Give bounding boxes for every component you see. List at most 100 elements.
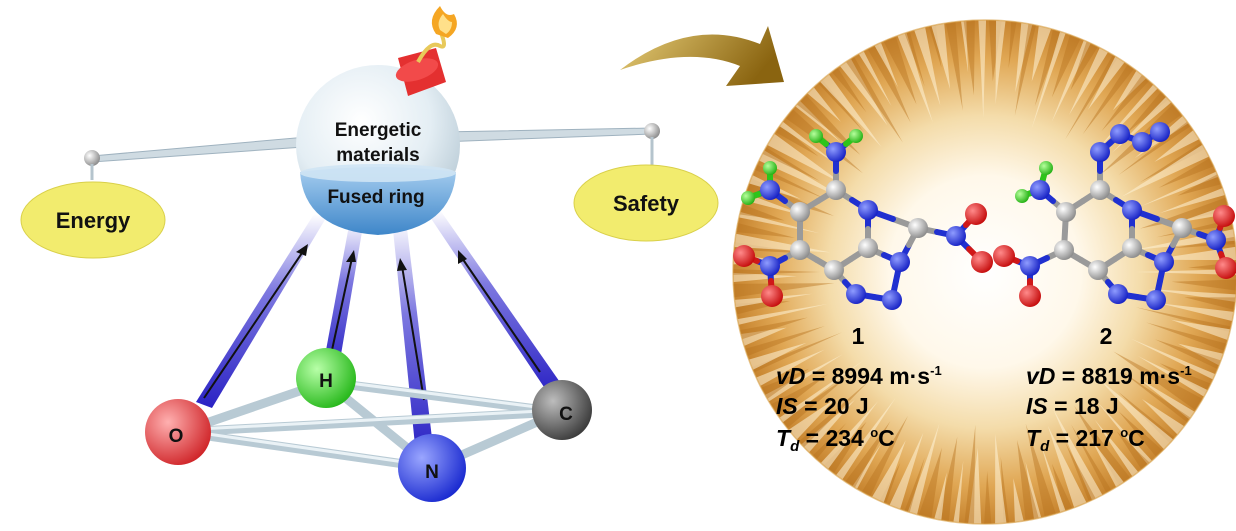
compound-2-label: 2 <box>1100 323 1113 349</box>
blast-ray <box>1118 369 1198 428</box>
blast-ray <box>1159 185 1233 214</box>
nitrogen-atom <box>1110 124 1130 144</box>
balance-scale: Energy Safety Energetic materials Fused … <box>20 6 719 502</box>
compound-2-vd: vD = 8819 m·s-1 <box>1026 363 1192 389</box>
nitrogen-atom <box>882 290 902 310</box>
pan-safety <box>573 164 719 242</box>
carbon-atom <box>790 240 810 260</box>
carbon-atom <box>1090 180 1110 200</box>
blast-ray <box>995 433 1008 524</box>
nitrogen-atom <box>398 434 466 502</box>
nitrogen-atom <box>1030 180 1050 200</box>
blast-ray <box>1098 378 1180 456</box>
hydrogen-atom <box>741 191 755 205</box>
blast-ray <box>1137 355 1215 401</box>
blast-ray <box>944 20 963 111</box>
molecule-2 <box>993 122 1236 310</box>
compound-1-td: Td = 234 oC <box>776 425 895 455</box>
blast-ray <box>1118 411 1169 464</box>
blast-ray <box>863 36 911 123</box>
nitrogen-atom <box>1132 132 1152 152</box>
pan-energy <box>20 181 166 259</box>
carbon-atom <box>826 180 846 200</box>
blast-ray <box>1008 20 1018 69</box>
blast-ray <box>1000 456 1011 524</box>
nitrogen-atom <box>1206 230 1226 250</box>
blast-ray <box>894 24 933 123</box>
beam-left <box>91 135 319 163</box>
blast-ray <box>733 201 785 221</box>
blast-ray <box>1130 338 1223 383</box>
blast-ray <box>733 272 797 283</box>
nitrogen-atom <box>760 256 780 276</box>
blast-ray <box>926 20 942 68</box>
fused-ring-label: Fused ring <box>327 187 424 208</box>
atom-frame <box>175 377 565 473</box>
blast-ray <box>751 146 851 202</box>
nitrogen-atom <box>1020 256 1040 276</box>
blast-ray <box>1013 478 1026 524</box>
nitrogen-atom <box>890 252 910 272</box>
blast-ray <box>1082 57 1139 135</box>
hydrogen-atom <box>296 348 356 408</box>
blast-ray <box>929 20 951 90</box>
blast-ray <box>1040 443 1069 521</box>
blast-ray <box>1070 33 1103 91</box>
blast-ray <box>744 332 843 376</box>
nitrogen-atom <box>846 284 866 304</box>
oxygen-atom <box>145 399 211 465</box>
hydrogen-atom <box>1015 189 1029 203</box>
blast-ray <box>834 51 888 126</box>
blast-ray <box>1142 399 1191 441</box>
blast-ray <box>1014 20 1038 116</box>
nitrogen-atom <box>1122 200 1142 220</box>
blast-ray <box>826 60 867 113</box>
carbon-atom <box>858 238 878 258</box>
nitrogen-atom <box>1108 284 1128 304</box>
molecule-1 <box>733 129 993 310</box>
blast-ray <box>854 44 892 107</box>
oxygen-atom <box>971 251 993 273</box>
nitrogen-atom <box>1090 142 1110 162</box>
hydrogen-atom <box>849 129 863 143</box>
blast-ray <box>806 423 847 466</box>
carbon-atom <box>1054 240 1074 260</box>
blast-ray <box>792 380 870 453</box>
blast-ray <box>815 401 878 476</box>
blast-ray <box>1171 279 1236 292</box>
compound-2-td: Td = 217 oC <box>1026 425 1145 455</box>
oxygen-atom <box>761 285 783 307</box>
safety-label: Safety <box>613 191 680 216</box>
blast-ray <box>911 20 941 106</box>
hydrogen-atom <box>1039 161 1053 175</box>
blast-ray <box>772 116 840 167</box>
blast-ray <box>1160 303 1236 323</box>
blast-ray <box>952 460 964 524</box>
compound-1-label: 1 <box>852 323 865 349</box>
oxygen-atom <box>1213 205 1235 227</box>
blast-ray <box>1017 440 1041 524</box>
blast-ray <box>737 326 825 359</box>
blast-ray <box>1096 400 1158 471</box>
atom-frame-highlight <box>178 378 562 468</box>
c-label: C <box>559 404 573 425</box>
blast-ray <box>1065 443 1100 509</box>
blast-ray <box>1074 406 1136 493</box>
blast-ray <box>1139 138 1213 183</box>
blast-ray <box>748 349 825 390</box>
blast-ray <box>774 376 848 434</box>
blast-ray <box>1141 168 1226 206</box>
blast-ray <box>741 342 807 374</box>
oxygen-atom <box>1215 257 1236 279</box>
blast-ray <box>1154 125 1207 162</box>
carbon-atom <box>908 218 928 238</box>
nitrogen-atom <box>1146 290 1166 310</box>
blast-ray <box>760 129 844 185</box>
blast-ray <box>857 415 908 504</box>
compound-1-vd: vD = 8994 m·s-1 <box>776 363 942 389</box>
carbon-atom <box>1088 260 1108 280</box>
fuse-icon <box>395 6 457 96</box>
transition-arrow-icon <box>620 26 784 86</box>
blast-ray <box>788 95 841 143</box>
blast-ray <box>1051 32 1095 123</box>
